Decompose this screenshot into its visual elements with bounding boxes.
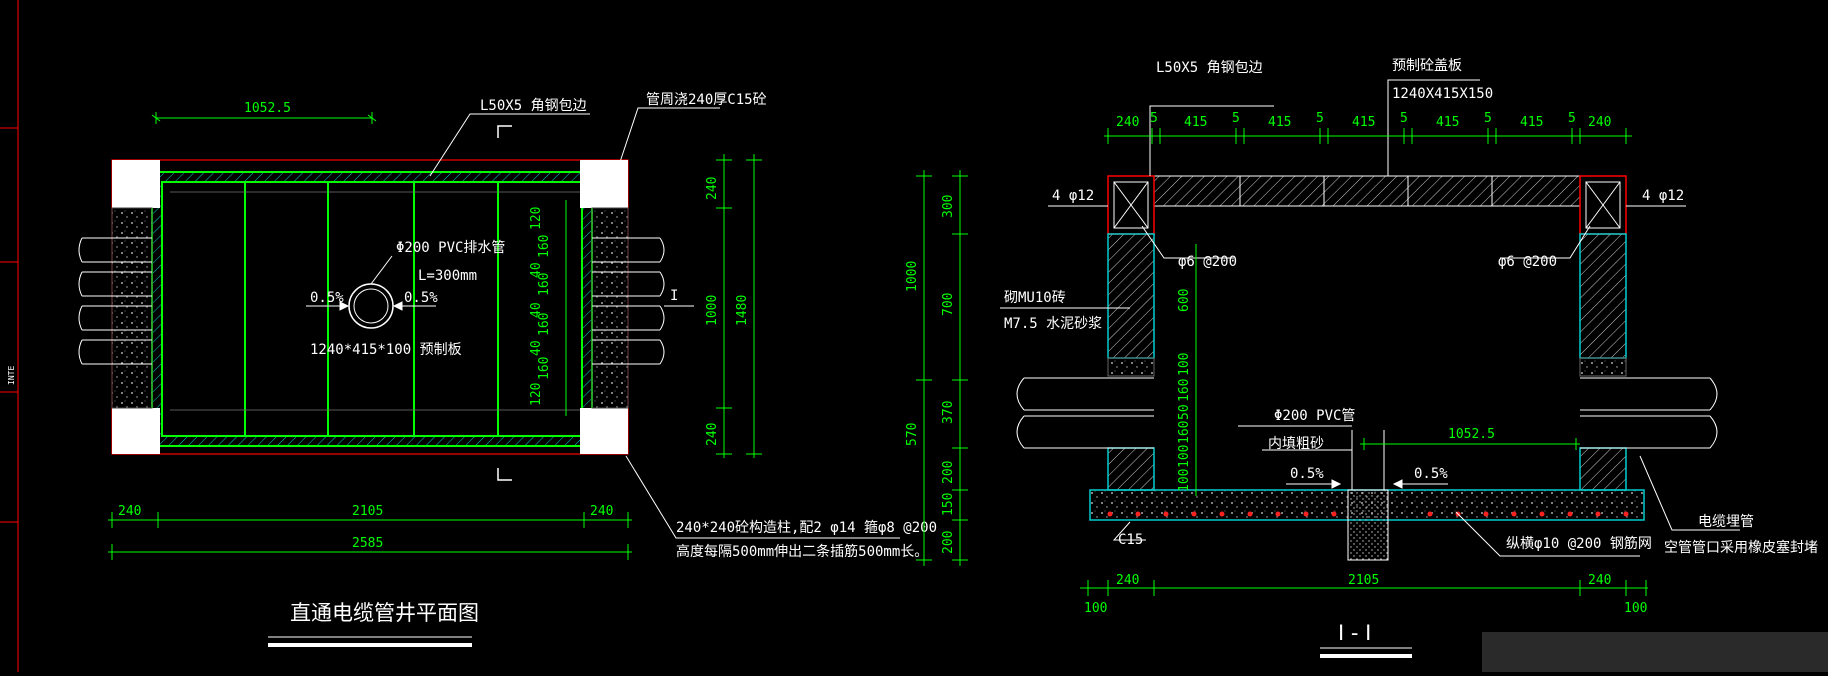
sec-dim-top-415d: 415 [1436,115,1459,130]
sec-dim-c-100c: 100 [1177,469,1192,492]
plan-dim-r-1480: 1480 [735,295,750,326]
sec-label-sand: 内填粗砂 [1268,436,1324,452]
plan-column-tl [112,160,160,208]
plan-column-br [580,408,628,454]
sec-label-c15: C15 [1118,532,1143,548]
sec-label-stirrup-right: φ6 @200 [1498,254,1557,270]
plan-dim-top: 1052.5 [244,101,291,116]
plan-label-column-note-2: 高度每隔500mm伸出二条插筋500mm长。 [676,543,928,560]
plan-dim-r-240-top: 240 [705,177,720,200]
plan-dim-in-160-d: 160 [537,357,552,380]
sec-label-mortar: M7.5 水泥砂浆 [1004,316,1102,332]
sec-dim-top-5e: 5 [1484,111,1492,126]
section-wall-left [1107,233,1155,359]
plan-dim-in-160-a: 160 [537,235,552,258]
plan-dim-r-1000: 1000 [705,295,720,326]
plan-section-mark: I [670,288,678,304]
sec-dim-top-415a: 415 [1184,115,1207,130]
sec-dim-top-5f: 5 [1568,111,1576,126]
plan-label-length: L=300mm [418,268,477,284]
section-title: I - I [1338,621,1371,645]
sec-dim-bot-100b: 100 [1624,601,1647,616]
sec-label-rebar-right: 4 φ12 [1642,188,1684,204]
sec-dim-c-100a: 100 [1177,353,1192,376]
plan-label-slope-left: 0.5% [310,290,344,306]
plan-dim-in-120-top: 120 [529,207,544,230]
sec-dim-v-200b: 200 [941,531,956,554]
plan-label-slope-right: 0.5% [404,290,438,306]
sec-label-cover-size: 1240X415X150 [1392,86,1493,102]
plan-dim-in-160-b: 160 [537,273,552,296]
sec-dim-top-415b: 415 [1268,115,1291,130]
plan-dim-r-240-bottom: 240 [705,423,720,446]
sec-dim-bot-100a: 100 [1084,601,1107,616]
plan-label-angle-steel: L50X5 角钢包边 [480,98,587,114]
sec-dim-v-200a: 200 [941,461,956,484]
sec-dim-c-600: 600 [1177,289,1192,312]
plan-column-tr [580,160,628,208]
plan-dim-in-40-c: 40 [529,340,544,356]
plan-label-column-note-1: 240*240砼构造柱,配2 φ14 箍φ8 @200 [676,519,937,536]
section-view: 240 5 415 5 415 5 415 5 415 5 415 5 240 [905,58,1818,658]
sec-dim-v-1000: 1000 [905,261,920,292]
sec-label-rebar-left: 4 φ12 [1052,188,1094,204]
plan-dim-bottom-total: 2585 [352,536,383,551]
plan-label-pvc: Φ200 PVC排水管 [396,240,505,256]
plan-view: I 1052.5 240 2105 240 2585 [78,92,937,647]
sec-label-brick: 砌MU10砖 [1004,290,1066,306]
plan-label-pipe-note: 管周浇240厚C15砼 [646,92,767,108]
sec-dim-top-5b: 5 [1232,111,1240,126]
sec-label-slope-right: 0.5% [1414,466,1448,482]
sec-dim-c-160a: 160 [1177,379,1192,402]
plan-dim-bottom-right: 240 [590,504,613,519]
sec-label-cable-pipe: 电缆埋管 [1698,514,1754,530]
sec-label-angle-steel: L50X5 角钢包边 [1156,60,1263,76]
sec-dim-v-150: 150 [941,493,956,516]
sec-dim-bot-240b: 240 [1588,573,1611,588]
plan-title: 直通电缆管井平面图 [290,601,479,625]
sec-dim-top-415c: 415 [1352,115,1375,130]
plan-dim-bottom-mid: 2105 [352,504,383,519]
sec-dim-bot-240a: 240 [1116,573,1139,588]
plan-dim-in-160-c: 160 [537,313,552,336]
sec-label-stirrup-left: φ6 @200 [1178,254,1237,270]
plan-label-slab: 1240*415*100 预制板 [310,342,462,358]
left-margin-ticks: INTE [0,0,20,672]
sec-dim-top-415e: 415 [1520,115,1543,130]
plan-dim-in-40-a: 40 [529,262,544,278]
sec-label-mesh: 纵横φ10 @200 钢筋网 [1506,535,1652,552]
sec-dim-v-570: 570 [905,423,920,446]
sec-dim-v-370: 370 [941,401,956,424]
sec-label-seal-note: 空管管口采用橡皮塞封堵 [1664,539,1818,556]
section-wall-right [1579,233,1627,359]
section-column-right [1579,175,1627,235]
sec-label-slope-left: 0.5% [1290,466,1324,482]
sec-dim-inner-1052: 1052.5 [1448,427,1495,442]
sec-dim-c-100b: 100 [1177,445,1192,468]
sec-dim-c-50: 50 [1177,404,1192,420]
plan-dim-in-40-b: 40 [529,302,544,318]
sec-label-precast-cover: 预制砼盖板 [1392,58,1462,74]
sec-dim-top-240a: 240 [1116,115,1139,130]
sec-dim-top-240b: 240 [1588,115,1611,130]
section-cable-pipes [1016,377,1718,449]
sec-dim-top-5c: 5 [1316,111,1324,126]
sec-dim-bot-2105: 2105 [1348,573,1379,588]
sec-dim-v-700: 700 [941,293,956,316]
section-drain-sump [1347,489,1389,561]
side-label: INTE [7,366,16,385]
plan-dim-in-120-bottom: 120 [529,383,544,406]
sec-dim-c-160b: 160 [1177,421,1192,444]
plan-dim-bottom-left: 240 [118,504,141,519]
sec-dim-top-5a: 5 [1150,111,1158,126]
plan-column-bl [112,408,160,454]
sec-dim-top-5d: 5 [1400,111,1408,126]
sec-label-pvc: Φ200 PVC管 [1274,408,1355,424]
viewport-corner-panel [1482,632,1828,672]
sec-dim-v-300: 300 [941,195,956,218]
